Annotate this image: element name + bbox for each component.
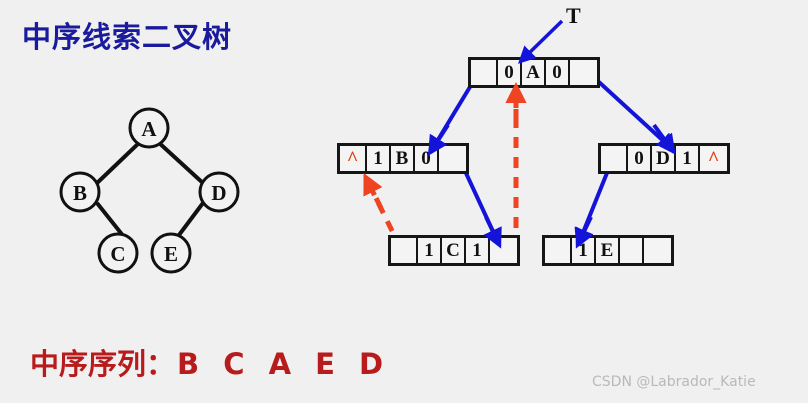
threaded-node-e[interactable]: 1 E: [542, 235, 674, 266]
inorder-sequence-value: B C A E D: [177, 347, 391, 381]
node-d-rtag: 1: [676, 146, 700, 171]
node-c-lchild: [391, 238, 418, 263]
node-a-ltag: 0: [498, 60, 522, 85]
threaded-node-c[interactable]: 1 C 1: [388, 235, 520, 266]
node-c-ltag: 1: [418, 238, 442, 263]
tree-edge-a-d: [155, 139, 206, 186]
node-e-rchild: [644, 238, 671, 263]
tree-node-c-label: C: [110, 242, 125, 266]
node-e-lchild: [545, 238, 572, 263]
node-d-ltag: 0: [628, 146, 652, 171]
threaded-node-a[interactable]: 0 A 0: [468, 57, 600, 88]
node-a-lchild: [471, 60, 498, 85]
tree-node-d-label: D: [211, 181, 226, 205]
tree-node-e-label: E: [164, 242, 178, 266]
node-e-data: E: [596, 238, 620, 263]
thread-arrowhead-c-to-b: [363, 173, 384, 210]
watermark: CSDN @Labrador_Katie: [592, 374, 756, 390]
node-c-data: C: [442, 238, 466, 263]
tree-node-a: A: [128, 107, 170, 149]
node-e-ltag: 1: [572, 238, 596, 263]
node-a-rchild: [570, 60, 597, 85]
link-arrow-a-to-d: [586, 70, 678, 154]
tree-node-c: C: [97, 232, 139, 274]
tree-node-e: E: [150, 232, 192, 274]
node-a-data: A: [522, 60, 546, 85]
inorder-sequence-line: 中序序列：B C A E D: [30, 341, 390, 383]
tree-node-b-label: B: [73, 181, 87, 205]
tree-node-d: D: [198, 171, 240, 213]
node-d-data: D: [652, 146, 676, 171]
binary-tree-diagram: A B C D E: [59, 107, 240, 274]
node-d-rchild: ^: [707, 147, 720, 170]
tree-node-b: B: [59, 171, 101, 213]
node-c-rchild: [490, 238, 517, 263]
threaded-node-b[interactable]: ^ 1 B 0: [337, 143, 469, 174]
node-b-data: B: [391, 146, 415, 171]
node-e-rtag: [620, 238, 644, 263]
tree-edge-a-b: [94, 139, 143, 186]
node-b-rtag: 0: [415, 146, 439, 171]
node-b-rchild: [439, 146, 466, 171]
pointer-arrow-t: [517, 19, 564, 64]
node-a-rtag: 0: [546, 60, 570, 85]
threaded-node-d[interactable]: 0 D 1 ^: [598, 143, 730, 174]
inorder-prefix: 中序序列：: [30, 347, 176, 381]
node-d-lchild: [601, 146, 628, 171]
node-b-ltag: 1: [367, 146, 391, 171]
pointer-label-t: T: [566, 3, 581, 28]
page-title: 中序线索二叉树: [22, 20, 233, 54]
node-c-rtag: 1: [466, 238, 490, 263]
tree-node-a-label: A: [141, 117, 157, 141]
node-b-lchild: ^: [340, 146, 367, 171]
